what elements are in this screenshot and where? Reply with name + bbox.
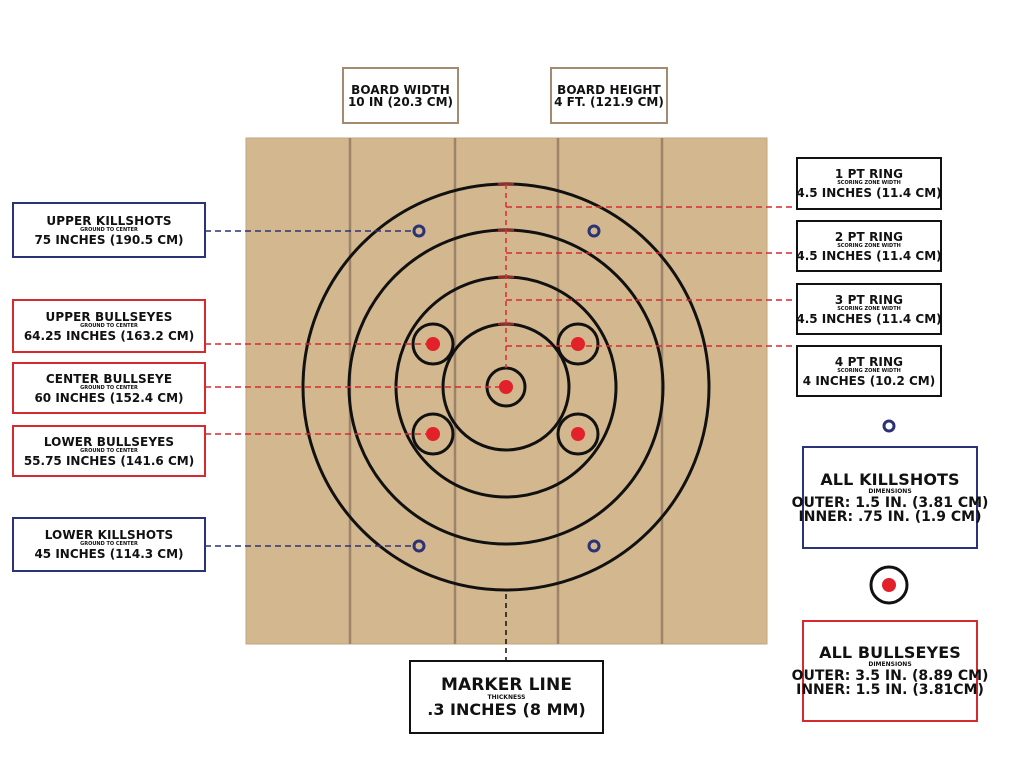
lower-bullseyes-value: 55.75 INCHES (141.6 CM) bbox=[23, 453, 195, 468]
ring-2pt-sub: SCORING ZONE WIDTH bbox=[837, 242, 901, 249]
marker-line-title: MARKER LINE bbox=[440, 674, 573, 695]
all-bullseyes-outer: OUTER: 3.5 IN. (8.89 CM) bbox=[791, 668, 989, 684]
upper-bullseyes-sub: GROUND TO CENTER bbox=[80, 322, 138, 329]
ring-3pt-value: 4.5 INCHES (11.4 CM) bbox=[796, 311, 942, 326]
ring-leaders bbox=[506, 206, 796, 347]
bullseye-upper-right bbox=[556, 322, 600, 366]
all-bullseyes-inner: INNER: 1.5 IN. (3.81CM) bbox=[796, 682, 984, 698]
marker-line-value: .3 INCHES (8 MM) bbox=[427, 699, 586, 719]
killshot-upper-right bbox=[587, 224, 601, 238]
center-bullseye-label: CENTER BULLSEYE GROUND TO CENTER 60 INCH… bbox=[12, 362, 206, 414]
all-killshots-outer: OUTER: 1.5 IN. (3.81 CM) bbox=[791, 494, 989, 511]
lower-bullseyes-label: LOWER BULLSEYES GROUND TO CENTER 55.75 I… bbox=[12, 425, 206, 477]
ring-1pt-title: 1 PT RING bbox=[834, 167, 904, 181]
bullseye-legend-icon bbox=[869, 565, 909, 605]
ring-3pt-sub: SCORING ZONE WIDTH bbox=[837, 305, 901, 312]
center-bullseye-sub: GROUND TO CENTER bbox=[80, 384, 138, 391]
upper-bullseyes-value: 64.25 INCHES (163.2 CM) bbox=[23, 328, 195, 343]
board-width-title: BOARD WIDTH bbox=[351, 82, 450, 97]
all-bullseyes-title: ALL BULLSEYES bbox=[819, 643, 961, 662]
all-bullseyes-box: ALL BULLSEYES DIMENSIONS OUTER: 3.5 IN. … bbox=[792, 620, 988, 722]
killshot-leaders bbox=[205, 230, 413, 547]
upper-killshots-sub: GROUND TO CENTER bbox=[80, 226, 138, 233]
upper-killshots-value: 75 INCHES (190.5 CM) bbox=[34, 232, 184, 247]
lower-killshots-label: LOWER KILLSHOTS GROUND TO CENTER 45 INCH… bbox=[12, 517, 206, 572]
ring-4pt-label: 4 PT RING SCORING ZONE WIDTH 4 INCHES (1… bbox=[796, 345, 942, 397]
ring-4pt-value: 4 INCHES (10.2 CM) bbox=[802, 373, 936, 388]
killshot-upper-left bbox=[412, 224, 426, 238]
bullseye-lower-right bbox=[556, 412, 600, 456]
upper-killshots-label: UPPER KILLSHOTS GROUND TO CENTER 75 INCH… bbox=[12, 202, 206, 258]
ring-4pt-title: 4 PT RING bbox=[834, 354, 904, 369]
all-killshots-sub: DIMENSIONS bbox=[868, 487, 912, 495]
ring-1pt-label: 1 PT RING SCORING ZONE WIDTH 4.5 INCHES … bbox=[796, 157, 942, 210]
all-bullseyes-sub: DIMENSIONS bbox=[868, 661, 912, 668]
center-bullseye-title: CENTER BULLSEYE bbox=[45, 371, 173, 386]
upper-bullseyes-title: UPPER BULLSEYES bbox=[45, 309, 173, 324]
all-killshots-title: ALL KILLSHOTS bbox=[820, 469, 960, 489]
killshot-lower-right bbox=[587, 539, 601, 553]
all-killshots-box: ALL KILLSHOTS DIMENSIONS OUTER: 1.5 IN. … bbox=[792, 446, 988, 549]
board-width-value: 10 IN (20.3 CM) bbox=[347, 94, 454, 109]
lower-bullseyes-sub: GROUND TO CENTER bbox=[80, 447, 138, 454]
board-height-label: BOARD HEIGHT 4 FT. (121.9 CM) bbox=[550, 67, 668, 124]
lower-killshots-sub: GROUND TO CENTER bbox=[80, 541, 138, 547]
ring-2pt-label: 2 PT RING SCORING ZONE WIDTH 4.5 INCHES … bbox=[796, 220, 942, 272]
ring-1pt-value: 4.5 INCHES (11.4 CM) bbox=[796, 186, 942, 200]
board-height-value: 4 FT. (121.9 CM) bbox=[554, 94, 664, 109]
ring-3pt-label: 3 PT RING SCORING ZONE WIDTH 4.5 INCHES … bbox=[796, 283, 942, 335]
ring-4pt-sub: SCORING ZONE WIDTH bbox=[837, 367, 901, 374]
ring-measure-line bbox=[498, 183, 514, 368]
killshot-lower-left bbox=[412, 539, 426, 553]
lower-bullseyes-title: LOWER BULLSEYES bbox=[43, 434, 175, 449]
bullseye-upper-left bbox=[411, 322, 455, 366]
ring-1pt-sub: SCORING ZONE WIDTH bbox=[837, 180, 901, 186]
lower-killshots-value: 45 INCHES (114.3 CM) bbox=[34, 547, 184, 561]
ring-3pt-title: 3 PT RING bbox=[834, 292, 904, 307]
ring-2pt-title: 2 PT RING bbox=[834, 229, 904, 244]
marker-line-box: MARKER LINE THICKNESS .3 INCHES (8 MM) bbox=[409, 660, 604, 734]
center-bullseye-value: 60 INCHES (152.4 CM) bbox=[34, 390, 184, 405]
upper-bullseyes-label: UPPER BULLSEYES GROUND TO CENTER 64.25 I… bbox=[12, 299, 206, 353]
bullseye-lower-left bbox=[411, 412, 455, 456]
board-height-title: BOARD HEIGHT bbox=[557, 82, 661, 97]
all-killshots-inner: INNER: .75 IN. (1.9 CM) bbox=[798, 508, 982, 525]
upper-killshots-title: UPPER KILLSHOTS bbox=[46, 213, 172, 228]
killshot-legend-icon bbox=[882, 419, 896, 433]
marker-line-sub: THICKNESS bbox=[487, 693, 526, 701]
board-width-label: BOARD WIDTH 10 IN (20.3 CM) bbox=[342, 67, 459, 124]
ring-2pt-value: 4.5 INCHES (11.4 CM) bbox=[796, 248, 942, 263]
lower-killshots-title: LOWER KILLSHOTS bbox=[44, 528, 174, 542]
bullseye-leaders bbox=[205, 343, 499, 435]
killshots bbox=[412, 224, 601, 553]
